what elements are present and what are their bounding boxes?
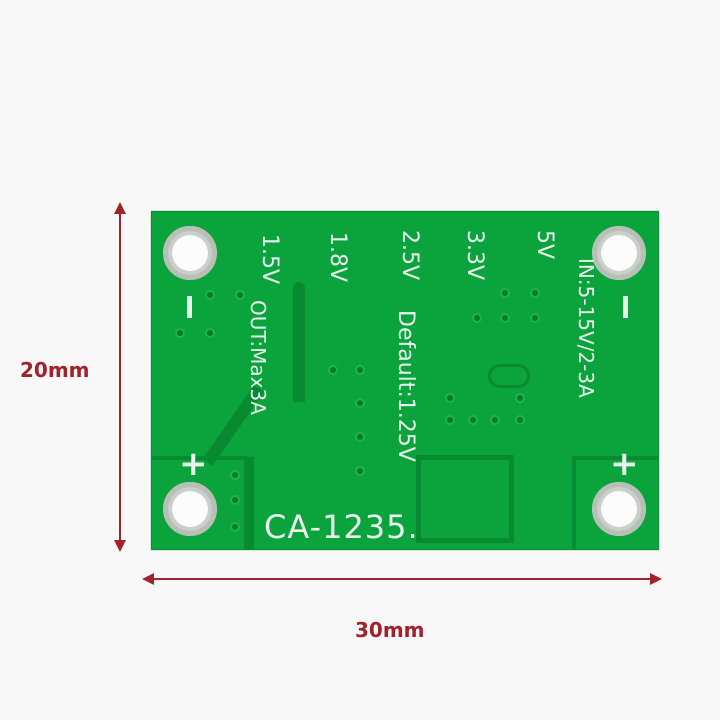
chip-footprint [416, 455, 514, 543]
via [474, 315, 480, 321]
via [357, 468, 363, 474]
trace-left-vertical [244, 457, 254, 549]
mounting-hole-top-left [163, 226, 217, 280]
height-label: 20mm [20, 358, 90, 382]
via [330, 367, 336, 373]
input-label: IN:5-15V/2-3A [574, 258, 598, 398]
width-dimension-arrow [142, 573, 662, 585]
via [517, 395, 523, 401]
right-plus-mark: + [610, 444, 639, 484]
pcb-board: + + 1.5V 1.8V 2.5V 3.3V 5V OUT:Max3A Def… [151, 211, 659, 550]
trace-vertical [293, 282, 305, 402]
label-3-3v: 3.3V [462, 230, 487, 281]
via [492, 417, 498, 423]
label-1-5v: 1.5V [257, 234, 282, 285]
label-5v: 5V [532, 230, 557, 260]
trace-horizontal-right [572, 456, 658, 460]
via [532, 290, 538, 296]
default-voltage-label: Default:1.25V [393, 310, 418, 462]
trace-horizontal-left [152, 456, 247, 460]
via [232, 524, 238, 530]
via [502, 290, 508, 296]
width-label: 30mm [355, 618, 425, 642]
output-label: OUT:Max3A [246, 300, 270, 415]
via [357, 434, 363, 440]
via [357, 367, 363, 373]
left-plus-mark: + [179, 444, 208, 484]
mounting-hole-bottom-right [592, 482, 646, 536]
via [207, 292, 213, 298]
via [207, 330, 213, 336]
via [232, 472, 238, 478]
label-2-5v: 2.5V [397, 230, 422, 281]
via [357, 400, 363, 406]
via [532, 315, 538, 321]
mounting-hole-top-right [592, 226, 646, 280]
label-1-8v: 1.8V [325, 232, 350, 283]
via [517, 417, 523, 423]
right-minus-mark [623, 296, 628, 318]
via [447, 417, 453, 423]
via [237, 292, 243, 298]
left-minus-mark [187, 296, 192, 318]
oval-pad [488, 364, 530, 388]
via [502, 315, 508, 321]
via [232, 497, 238, 503]
via [177, 330, 183, 336]
mounting-hole-bottom-left [163, 482, 217, 536]
via [470, 417, 476, 423]
model-label: CA-1235. [264, 508, 419, 546]
trace-right-vertical [572, 456, 576, 549]
via [447, 395, 453, 401]
height-dimension-arrow [114, 202, 126, 552]
